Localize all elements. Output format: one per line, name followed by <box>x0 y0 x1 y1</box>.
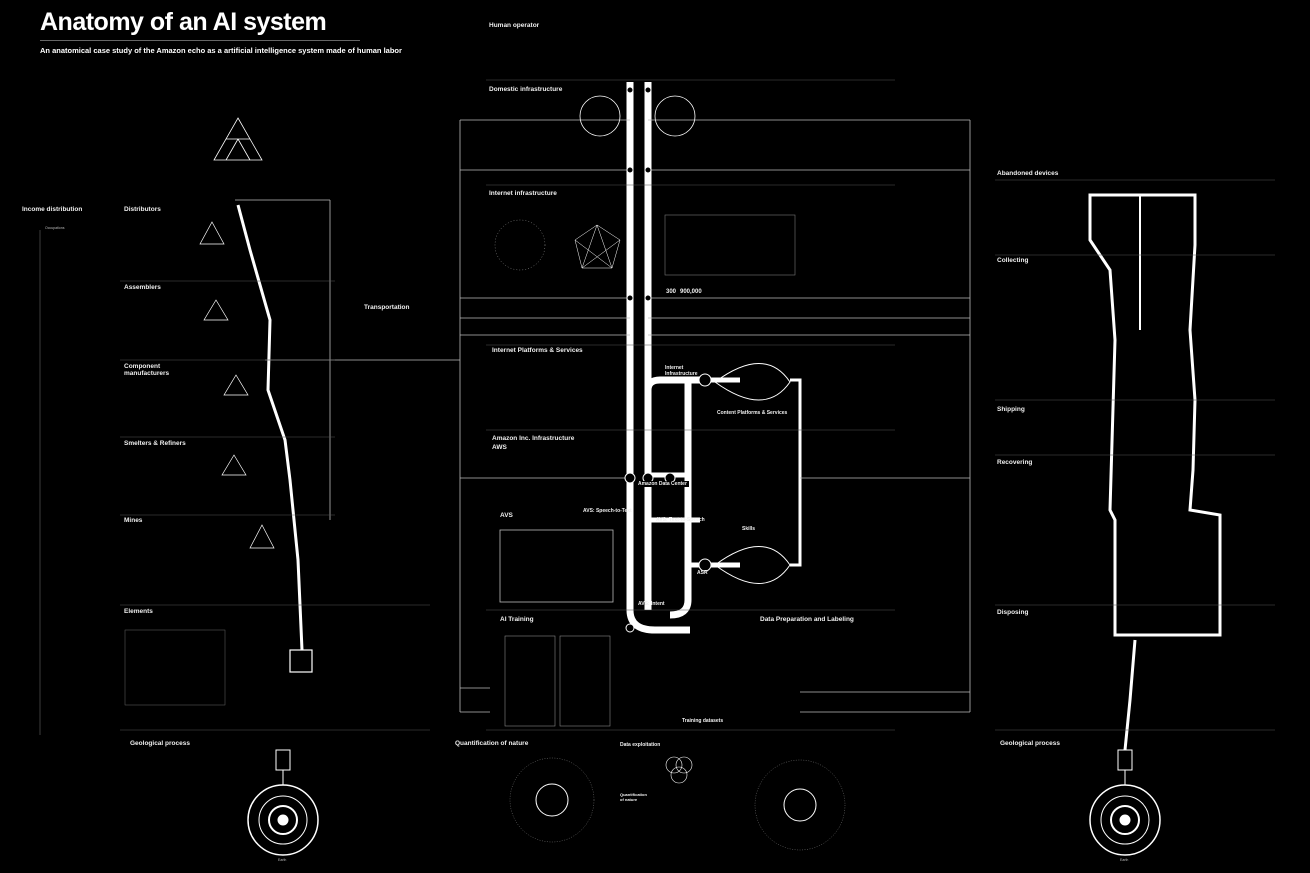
component-manufacturers-heading: Component manufacturers <box>124 363 170 377</box>
ixp-network-icon <box>574 224 621 269</box>
amazon-infra-heading: Amazon Inc. Infrastructure <box>492 435 575 442</box>
assemblers-heading: Assemblers <box>124 284 161 291</box>
quantification-burst-left <box>509 757 595 843</box>
sierpinski-icon <box>213 117 263 161</box>
disposing-heading: Disposing <box>997 609 1029 616</box>
echo-device-2-icon <box>654 95 696 137</box>
element-x-box <box>289 649 313 673</box>
transportation-heading: Transportation <box>364 304 410 311</box>
earth-left-icon <box>247 749 319 856</box>
avs-heading: AVS <box>500 512 513 519</box>
human-operator-heading: Human operator <box>489 22 540 29</box>
earth-right-label: Earth <box>1120 858 1129 862</box>
internet-infrastructure-heading: Internet infrastructure <box>489 190 557 197</box>
periodic-table-icon <box>124 629 226 706</box>
data-preparation-heading: Data Preparation and Labeling <box>760 616 854 623</box>
elements-heading: Elements <box>124 608 153 615</box>
occupations-label: Occupations <box>45 226 65 230</box>
geological-process-right-heading: Geological process <box>1000 740 1060 747</box>
quantification-burst-right <box>754 759 846 851</box>
right-network-outline <box>1088 193 1222 637</box>
earth-left-label: Earth <box>278 858 287 862</box>
left-spine <box>236 204 304 651</box>
data-exploitation-heading: Data exploitation <box>620 742 661 748</box>
stat-900000: 900,000 <box>680 289 702 295</box>
page-subtitle: An anatomical case study of the Amazon e… <box>40 46 402 55</box>
domestic-infrastructure-heading: Domestic infrastructure <box>489 86 563 93</box>
skills-label: Skills <box>742 526 756 532</box>
income-distribution-heading: Income distribution <box>22 206 83 213</box>
mines-heading: Mines <box>124 517 143 524</box>
geological-process-left-heading: Geological process <box>130 740 190 747</box>
world-map-panel <box>664 214 796 276</box>
avs-neural-panel <box>499 529 614 603</box>
quantification-of-nature-heading: Quantification of nature <box>455 740 529 747</box>
recovering-heading: Recovering <box>997 459 1033 466</box>
echo-device-icon <box>579 95 621 137</box>
content-funnel-icon <box>714 363 791 401</box>
abandoned-devices-heading: Abandoned devices <box>997 170 1059 177</box>
asr-label: ASR <box>697 570 708 576</box>
content-platforms-label: Content Platforms & Services <box>717 410 788 416</box>
skills-funnel-icon <box>714 546 791 584</box>
title-rule <box>40 40 360 41</box>
amazon-data-center-label: Amazon Data Center <box>636 481 689 487</box>
aws-heading: AWS <box>492 444 507 451</box>
ai-training-heading: AI Training <box>500 616 534 623</box>
isp-network-icon <box>494 219 546 271</box>
internet-platforms-heading: Internet Platforms & Services <box>492 347 583 354</box>
trunk-branch-upper <box>644 376 700 391</box>
quantification-of-nature-sub: Quantification of nature <box>620 792 647 802</box>
venn-icon <box>665 756 683 774</box>
distributors-heading: Distributors <box>124 206 161 213</box>
shipping-heading: Shipping <box>997 406 1025 413</box>
page-title: Anatomy of an AI system <box>40 8 327 36</box>
avs-speech-to-text-label: AVS: Speech-to-Text <box>583 508 632 514</box>
avs-text-to-speech-label: AVS: Text-to-Speech <box>656 517 705 523</box>
earth-right-icon <box>1089 749 1161 856</box>
internet-infra-node-label: Internet Infrastructure <box>665 365 698 377</box>
smelters-refiners-heading: Smelters & Refiners <box>124 440 186 447</box>
avs-intent-label: AVS: Intent <box>638 601 665 607</box>
trunk-bottom-loop <box>626 609 690 634</box>
collecting-heading: Collecting <box>997 257 1029 264</box>
trunk-branch-loop <box>669 380 692 619</box>
stat-300: 300 <box>666 289 677 295</box>
training-datasets-label: Training datasets <box>682 718 724 724</box>
